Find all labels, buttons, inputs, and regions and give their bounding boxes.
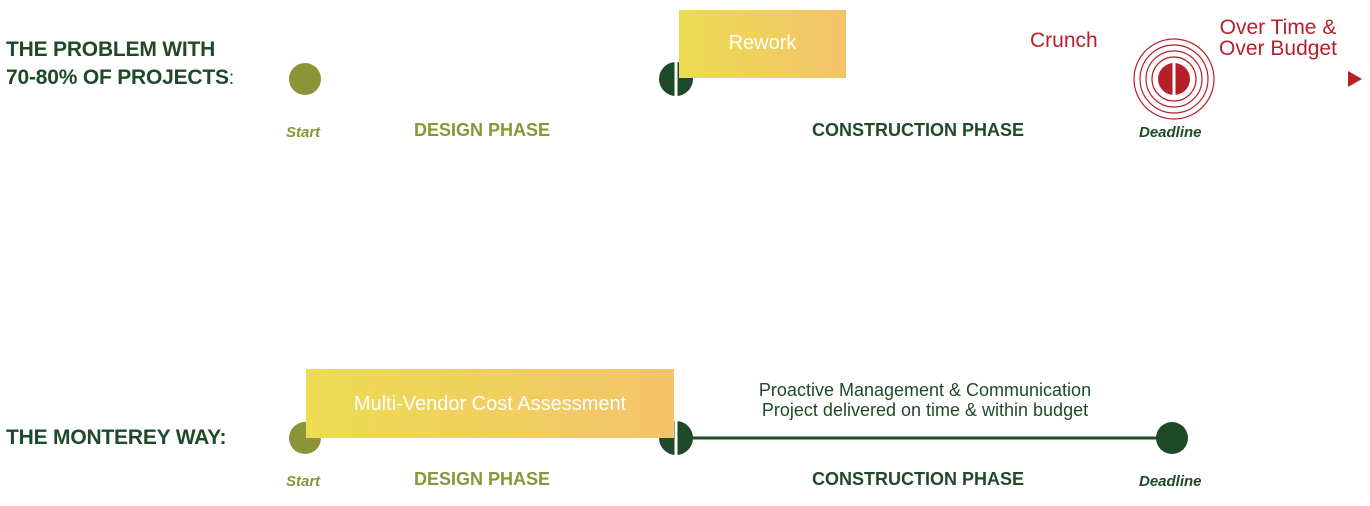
monterey-deadline-label: Deadline [1139, 473, 1202, 490]
crunch-label: Crunch [1030, 29, 1098, 52]
monterey-start-label: Start [286, 473, 321, 490]
overrun-line2: Over Budget [1219, 37, 1337, 60]
problem-start-node [289, 63, 321, 95]
problem-heading-colon: : [228, 68, 234, 89]
monterey-design-phase-label: DESIGN PHASE [414, 469, 551, 489]
monterey-note-line2: Project delivered on time & within budge… [761, 400, 1089, 420]
monterey-deadline-node [1156, 422, 1188, 454]
problem-deadline-target-icon [1133, 38, 1215, 120]
rework-box: Rework [679, 10, 846, 78]
assessment-box: Multi-Vendor Cost Assessment [306, 369, 674, 438]
problem-heading: THE PROBLEM WITH 70-80% OF PROJECTS: [6, 36, 234, 93]
problem-start-label: Start [286, 124, 321, 141]
problem-arrowhead [1348, 71, 1362, 87]
overrun-line1: Over Time & [1219, 16, 1337, 39]
overrun-label: Over Time & Over Budget [1206, 17, 1350, 59]
monterey-note-line1: Proactive Management & Communication [758, 380, 1092, 400]
problem-deadline-label: Deadline [1139, 124, 1202, 141]
problem-heading-line1: THE PROBLEM WITH [6, 38, 216, 61]
problem-design-phase-label: DESIGN PHASE [414, 120, 551, 140]
rework-label: Rework [728, 32, 797, 54]
problem-construction-phase-label: CONSTRUCTION PHASE [812, 120, 1025, 140]
monterey-construction-phase-label: CONSTRUCTION PHASE [812, 469, 1025, 489]
assessment-label: Multi-Vendor Cost Assessment [353, 393, 627, 415]
monterey-note: Proactive Management & Communication Pro… [700, 380, 1150, 420]
monterey-heading: THE MONTEREY WAY: [6, 426, 227, 449]
problem-heading-line2: 70-80% OF PROJECTS [6, 66, 229, 89]
